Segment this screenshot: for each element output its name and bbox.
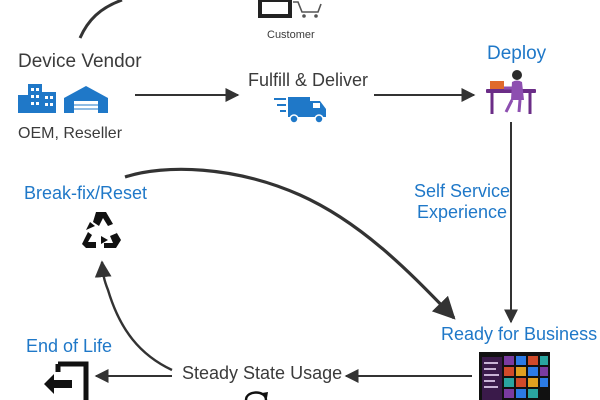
recycle-icon: [82, 212, 121, 248]
factory-buildings-icon: [18, 84, 108, 113]
self-service-label: Self Service Experience: [414, 181, 510, 222]
self-service-line-1: Self Service: [414, 181, 511, 201]
end-of-life-label: End of Life: [26, 336, 113, 356]
customer-label: Customer: [267, 29, 315, 41]
arrow-top-arc: [78, 0, 123, 39]
oem-reseller-label: OEM, Reseller: [18, 125, 123, 142]
refresh-icon: [244, 391, 268, 400]
arrow-break-fix-to-ready: [124, 167, 456, 320]
customer-icon: [258, 0, 322, 18]
exit-icon: [44, 361, 89, 400]
start-menu-screen-icon: [479, 352, 550, 400]
delivery-truck-icon: [274, 97, 326, 124]
steady-state-usage-label: Steady State Usage: [182, 363, 343, 383]
fulfill-deliver-label: Fulfill & Deliver: [248, 70, 369, 90]
arrow-steady-to-break-fix: [94, 260, 173, 372]
ready-for-business-label: Ready for Business: [441, 324, 598, 344]
deploy-label: Deploy: [487, 43, 547, 64]
person-at-desk-with-laptop-icon: [486, 70, 536, 114]
self-service-line-2: Experience: [416, 201, 508, 222]
break-fix-reset-label: Break-fix/Reset: [24, 183, 148, 203]
device-vendor-label: Device Vendor: [18, 51, 142, 72]
